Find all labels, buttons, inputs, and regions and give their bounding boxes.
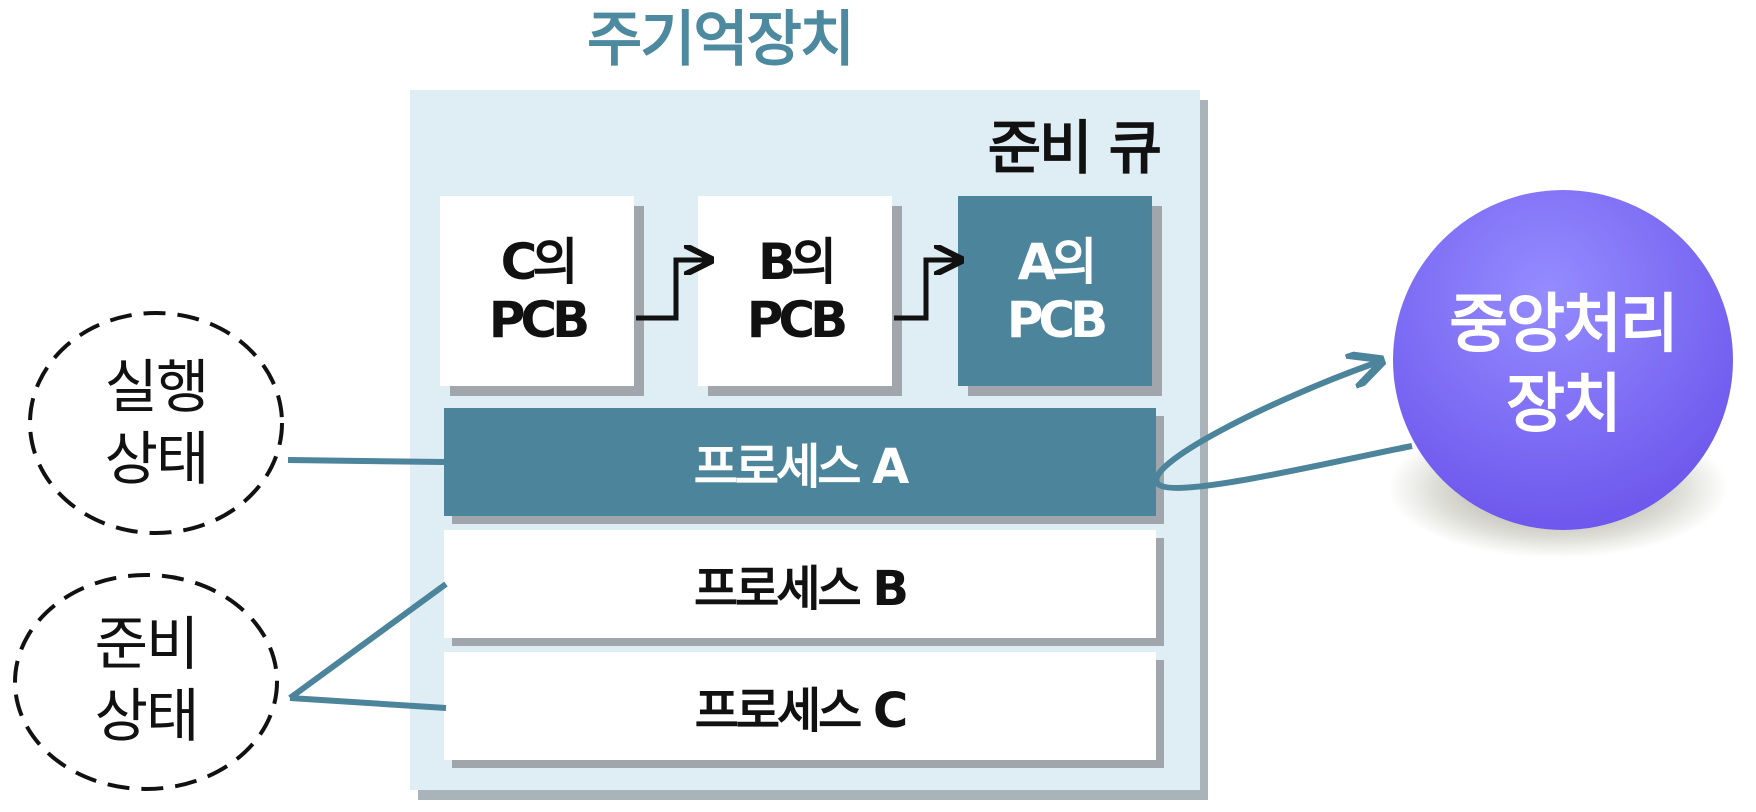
pcb-c-line1: C의	[500, 233, 579, 291]
arrow-c-to-b	[636, 260, 708, 321]
main-memory-title: 주기억장치	[587, 5, 855, 75]
ready-state-label: 준비 상태	[46, 600, 246, 760]
ready-queue-label: 준비 큐	[987, 114, 1162, 182]
cpu-circle	[1393, 190, 1733, 530]
pcb-c-box: C의 PCB	[440, 196, 634, 386]
process-b-bar: 프로세스 B	[444, 530, 1156, 638]
ready-state-ellipse	[13, 573, 279, 791]
arrow-b-to-a	[894, 260, 958, 321]
pcb-a-line1: A의	[1017, 233, 1098, 291]
pcb-b-box: B의 PCB	[698, 196, 892, 386]
pcb-c-line2: PCB	[488, 291, 590, 349]
pcb-a-box: A의 PCB	[958, 196, 1152, 386]
cpu-line1: 중앙처리	[1449, 288, 1679, 362]
running-to-process-a-line	[287, 457, 445, 465]
process-a-bar: 프로세스 A	[444, 408, 1156, 516]
process-a-to-cpu-arrow	[1153, 362, 1413, 491]
cpu-label: 중앙처리 장치	[1400, 280, 1726, 450]
cpu-line2: 장치	[1506, 368, 1622, 442]
pcb-a-line2: PCB	[1006, 291, 1108, 349]
pcb-b-line2: PCB	[746, 291, 848, 349]
running-state-ellipse	[28, 311, 284, 535]
running-state-label: 실행 상태	[56, 343, 256, 503]
ready-to-process-c-line	[289, 695, 447, 711]
process-c-bar: 프로세스 C	[444, 652, 1156, 760]
running-state-line1: 실행	[104, 353, 210, 421]
running-state-line2: 상태	[104, 425, 210, 493]
ready-state-line2: 상태	[94, 682, 200, 750]
ready-state-line1: 준비	[94, 610, 200, 678]
pcb-b-line1: B의	[757, 233, 837, 291]
ready-to-process-b-line	[288, 581, 448, 701]
